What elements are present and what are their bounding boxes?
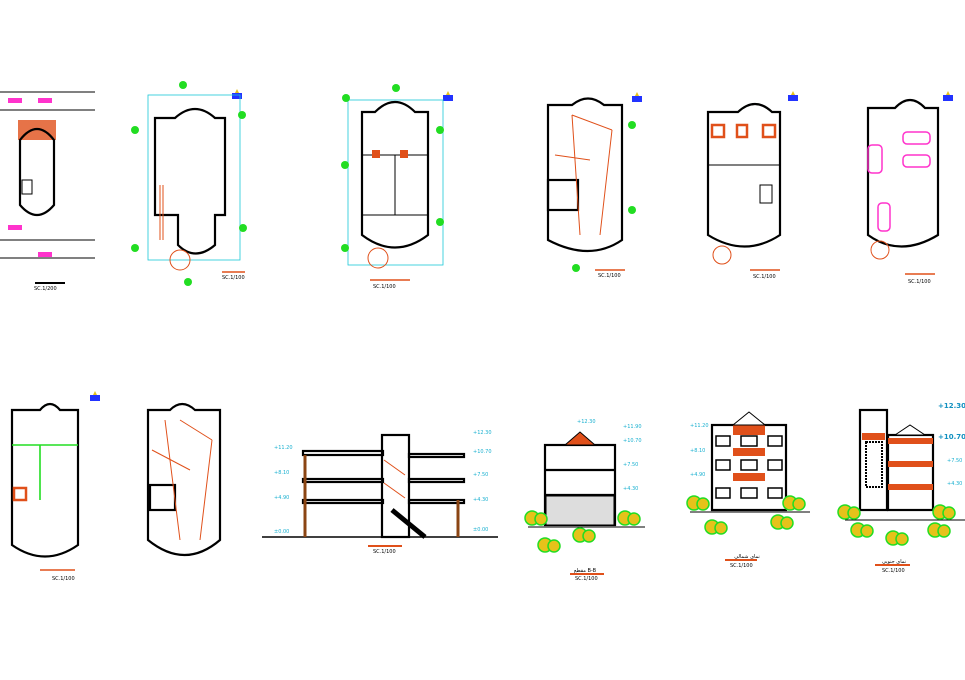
site-plan: SC.1/200	[0, 91, 95, 292]
scale-label: SC.1/100	[52, 576, 75, 582]
svg-text:+4.30: +4.30	[947, 481, 962, 487]
scale-label: SC.1/200	[34, 286, 57, 292]
scale-label: SC.1/100	[373, 284, 396, 290]
floor-plan-ground: SC.1/100	[341, 84, 453, 290]
floor-plan-parking: SC.1/100	[866, 91, 953, 285]
svg-text:+11.20: +11.20	[274, 445, 293, 451]
svg-text:+8.10: +8.10	[690, 448, 705, 454]
elevation-section-bb: +12.30 +11.90 +10.70 +7.50 +4.30 مقطع B-…	[524, 419, 645, 582]
svg-text:+10.70: +10.70	[623, 438, 642, 444]
svg-text:+4.30: +4.30	[473, 497, 488, 503]
scale-label: SC.1/100	[222, 275, 245, 281]
scale-label: SC.1/100	[908, 279, 931, 285]
elevation-title: مقطع B-B	[574, 568, 597, 574]
svg-text:+10.70: +10.70	[473, 449, 492, 455]
svg-text:+11.90: +11.90	[623, 424, 642, 430]
scale-label: SC.1/100	[882, 568, 905, 574]
svg-text:±0.00: ±0.00	[473, 527, 488, 533]
scale-label: SC.1/100	[373, 549, 396, 555]
svg-text:+12.30: +12.30	[577, 419, 596, 425]
svg-text:+12.30: +12.30	[473, 430, 492, 436]
svg-text:+4.90: +4.90	[274, 495, 289, 501]
scale-label: SC.1/100	[575, 576, 598, 582]
elevation-title: نمای شمالی	[734, 554, 760, 560]
elevation-south: +12.30 +10.70 +7.50 +4.30 نمای جنوبی SC.…	[837, 402, 965, 574]
svg-text:+7.50: +7.50	[623, 462, 638, 468]
floor-plan-second: SC.1/100	[10, 391, 100, 582]
svg-text:+11.20: +11.20	[690, 423, 709, 429]
section-levels-left: +11.20 +8.10 +4.90 ±0.00	[274, 445, 293, 535]
floor-plan-roof: SC.1/100	[546, 92, 642, 279]
section-levels-right: +12.30 +10.70 +7.50 +4.30 ±0.00	[473, 430, 492, 533]
svg-text:±0.00: ±0.00	[274, 529, 289, 535]
scale-label: SC.1/100	[598, 273, 621, 279]
scale-label: SC.1/100	[753, 274, 776, 280]
building-section: +11.20 +8.10 +4.90 ±0.00 +12.30 +10.70 +…	[262, 430, 498, 555]
floor-plan-basement: SC.1/100	[131, 81, 247, 286]
svg-text:+7.50: +7.50	[473, 472, 488, 478]
elevation-title: نمای جنوبی	[882, 559, 906, 565]
svg-text:+4.90: +4.90	[690, 472, 705, 478]
level-label: +12.30	[938, 402, 965, 410]
elevation-north: +11.20 +8.10 +4.90 نمای شمالی SC.1/100	[686, 411, 810, 569]
roof-plan	[146, 402, 222, 557]
floor-plan-first: SC.1/100	[706, 91, 798, 280]
svg-text:+7.50: +7.50	[947, 458, 962, 464]
level-label: +10.70	[938, 433, 965, 441]
svg-text:+4.30: +4.30	[623, 486, 638, 492]
scale-label: SC.1/100	[730, 563, 753, 569]
svg-text:+8.10: +8.10	[274, 470, 289, 476]
